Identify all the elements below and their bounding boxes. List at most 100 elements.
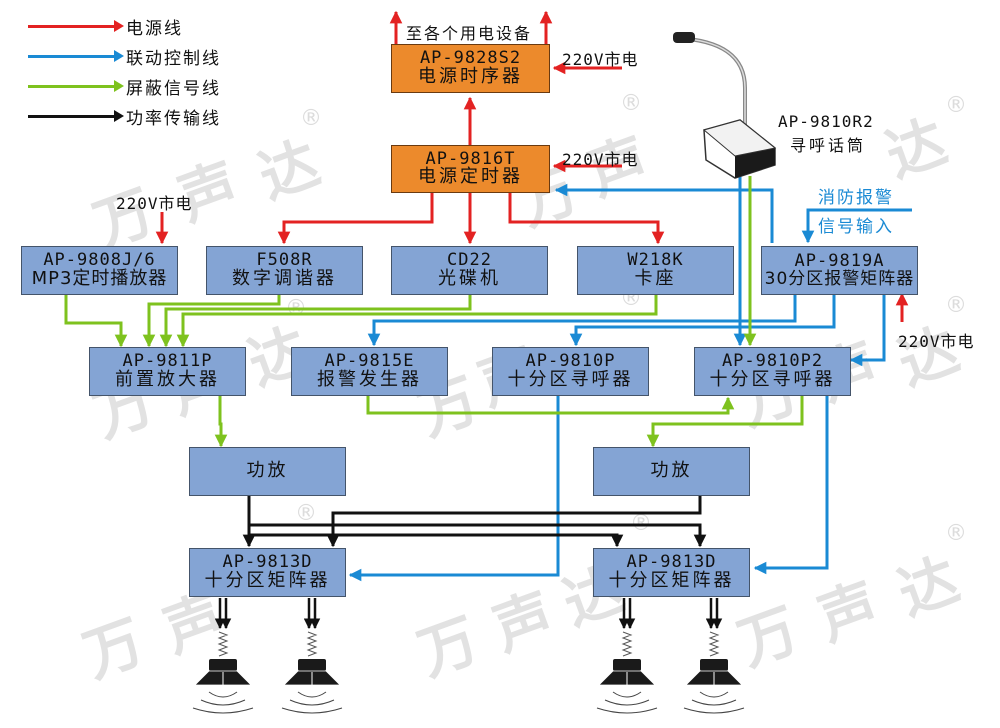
- watermark-char: 达: [890, 545, 968, 629]
- watermark-registered: ®: [945, 521, 967, 546]
- watermark-registered: ®: [295, 501, 317, 526]
- device-pager-2[interactable]: AP-9810P2 十分区寻呼器: [694, 347, 851, 396]
- legend-label: 屏蔽信号线: [126, 78, 221, 99]
- device-name: 光碟机: [438, 267, 501, 289]
- device-name: 功放: [650, 460, 693, 482]
- sound-wave: [596, 707, 658, 714]
- fire-alarm-label: 信号输入: [818, 217, 894, 237]
- device-name: 数字调谐器: [232, 267, 337, 289]
- device-name: 功放: [246, 460, 289, 482]
- device-timer[interactable]: AP-9816T 电源定时器: [391, 145, 550, 193]
- legend-label: 电源线: [126, 18, 183, 39]
- signal-line: [64, 294, 128, 348]
- sound-wave: [192, 707, 254, 714]
- signal-line: [366, 396, 735, 415]
- device-amplifier-2[interactable]: 功放: [593, 447, 750, 496]
- speaker-line: [249, 523, 707, 548]
- watermark-char: 万: [410, 605, 488, 689]
- device-pager-1[interactable]: AP-9810P 十分区寻呼器: [492, 347, 649, 396]
- device-model: AP-9810P2: [721, 351, 824, 372]
- watermark-char: 达: [877, 107, 955, 191]
- power-line: [277, 192, 434, 245]
- power-lines: [155, 10, 909, 322]
- device-mp3-player[interactable]: AP-9808J/6 MP3定时播放器: [21, 246, 178, 295]
- device-model: AP-9819A: [794, 250, 885, 271]
- fire-alarm-label: 消防报警: [818, 188, 894, 208]
- watermark-char: 万: [75, 607, 153, 691]
- device-alarm-matrix[interactable]: AP-9819A 30分区报警矩阵器: [761, 246, 918, 295]
- device-tuner[interactable]: F508R 数字调谐器: [206, 246, 363, 295]
- device-model: AP-9816T: [425, 148, 516, 169]
- sound-wave: [691, 699, 737, 706]
- device-zone-matrix-2[interactable]: AP-9813D 十分区矩阵器: [593, 548, 750, 597]
- speaker-lines: [242, 496, 707, 548]
- device-sequencer[interactable]: AP-9828S2 电源时序器: [391, 44, 550, 93]
- speaker-icon: [683, 598, 745, 714]
- device-model: AP-9811P: [122, 351, 213, 372]
- signal-line: [646, 396, 804, 448]
- mic-model-label: AP-9810R2: [778, 112, 874, 131]
- device-name: 电源定时器: [418, 166, 523, 188]
- arrow-right-icon: [28, 19, 124, 32]
- watermark-char: 万: [730, 595, 808, 679]
- device-name: 卡座: [634, 267, 677, 289]
- device-model: CD22: [447, 250, 492, 271]
- device-model: AP-9808J/6: [43, 250, 156, 271]
- device-alarm-generator[interactable]: AP-9815E 报警发生器: [291, 347, 448, 396]
- device-name: MP3定时播放器: [31, 267, 168, 289]
- device-cd-player[interactable]: CD22 光碟机: [391, 246, 548, 295]
- legend-label: 联动控制线: [126, 48, 221, 69]
- arrow-right-icon: [28, 49, 124, 62]
- sound-wave: [699, 691, 729, 698]
- watermark-char: 声: [810, 570, 888, 654]
- speakers: [192, 598, 745, 714]
- sound-wave: [683, 707, 745, 714]
- mains-label: 220V市电: [562, 50, 639, 69]
- device-name: 十分区矩阵器: [608, 569, 735, 591]
- signal-line: [142, 294, 281, 348]
- legend-label: 功率传输线: [126, 108, 221, 129]
- device-model: AP-9815E: [324, 351, 415, 372]
- speaker-icon: [281, 598, 343, 714]
- watermark-char: 达: [250, 128, 328, 212]
- signal-line: [214, 396, 228, 448]
- device-name: 前置放大器: [115, 368, 220, 390]
- control-lines: [348, 176, 912, 582]
- mains-label: 220V市电: [562, 150, 639, 169]
- device-model: W218K: [627, 250, 684, 271]
- speaker-icon: [596, 598, 658, 714]
- control-line: [753, 396, 829, 575]
- watermark-registered: ®: [620, 91, 642, 116]
- signal-line: [159, 294, 472, 348]
- control-line: [849, 294, 886, 367]
- device-model: AP-9813D: [626, 552, 717, 573]
- sound-wave: [612, 691, 642, 698]
- device-name: 30分区报警矩阵器: [764, 268, 915, 289]
- sound-wave: [604, 699, 650, 706]
- device-preamp[interactable]: AP-9811P 前置放大器: [89, 347, 246, 396]
- legend-item-control: 联动控制线: [28, 46, 221, 69]
- arrow-right-icon: [28, 109, 124, 122]
- legend-item-signal: 屏蔽信号线: [28, 76, 221, 99]
- device-name: 报警发生器: [317, 368, 422, 390]
- speaker-icon: [192, 598, 254, 714]
- device-zone-matrix-1[interactable]: AP-9813D 十分区矩阵器: [189, 548, 346, 597]
- control-line: [348, 396, 560, 582]
- device-amplifier-1[interactable]: 功放: [189, 447, 346, 496]
- paging-microphone-icon: [673, 32, 777, 179]
- device-model: AP-9828S2: [419, 48, 522, 69]
- device-model: AP-9813D: [222, 552, 313, 573]
- to-all-devices-label: 至各个用电设备: [406, 24, 533, 43]
- arrow-right-icon: [28, 79, 124, 92]
- signal-line: [176, 294, 658, 348]
- watermark-registered: ®: [945, 293, 967, 318]
- device-cassette-deck[interactable]: W218K 卡座: [577, 246, 734, 295]
- watermark-char: 声: [485, 580, 563, 664]
- device-model: AP-9810P: [525, 351, 616, 372]
- control-line: [569, 294, 836, 347]
- legend-item-speaker: 功率传输线: [28, 106, 221, 129]
- signal-lines: [64, 176, 804, 448]
- sound-wave: [289, 699, 335, 706]
- watermark-registered: ®: [300, 106, 322, 131]
- sound-wave: [297, 691, 327, 698]
